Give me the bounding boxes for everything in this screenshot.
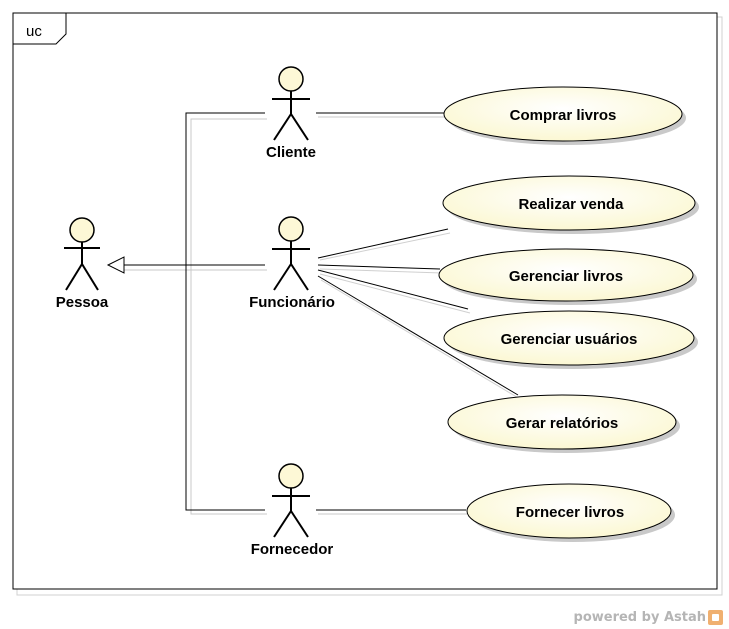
actor-label: Cliente <box>266 144 316 161</box>
use-case-label: Fornecer livros <box>516 504 624 521</box>
actor-label: Fornecedor <box>251 541 334 558</box>
use-case-label: Gerenciar usuários <box>501 331 638 348</box>
use-case-label: Realizar venda <box>518 196 624 213</box>
use-case-gerar-relatorios[interactable]: Gerar relatórios <box>447 394 680 453</box>
association-lines <box>316 112 521 515</box>
actor-figure-icon <box>272 66 310 141</box>
actor-label: Funcionário <box>249 294 335 311</box>
actor-figure-icon <box>272 463 310 538</box>
use-case-fornecer-livros[interactable]: Fornecer livros <box>466 483 675 542</box>
powered-by-footer: powered by Astah <box>574 610 723 625</box>
actor-label: Pessoa <box>56 294 109 311</box>
actor-funcionario[interactable]: Funcionário <box>249 216 335 311</box>
use-case-gerenciar-usuarios[interactable]: Gerenciar usuários <box>443 310 698 369</box>
use-case-comprar-livros[interactable]: Comprar livros <box>443 86 686 145</box>
generalization-tree <box>106 112 265 511</box>
frame-tag: uc <box>26 23 42 40</box>
generalization-shadow <box>124 118 267 515</box>
use-case-gerenciar-livros[interactable]: Gerenciar livros <box>438 248 697 305</box>
use-case-realizar-venda[interactable]: Realizar venda <box>442 175 699 234</box>
use-case-label: Gerenciar livros <box>509 268 623 285</box>
actor-pessoa[interactable]: Pessoa <box>56 217 109 311</box>
actor-fornecedor[interactable]: Fornecedor <box>251 463 334 558</box>
use-case-label: Comprar livros <box>510 107 617 124</box>
astah-logo-icon <box>708 610 723 625</box>
actor-figure-icon <box>64 217 100 291</box>
use-case-label: Gerar relatórios <box>506 415 619 432</box>
actor-cliente[interactable]: Cliente <box>266 66 316 161</box>
powered-by-text: powered by Astah <box>573 610 706 625</box>
actor-figure-icon <box>272 216 310 291</box>
